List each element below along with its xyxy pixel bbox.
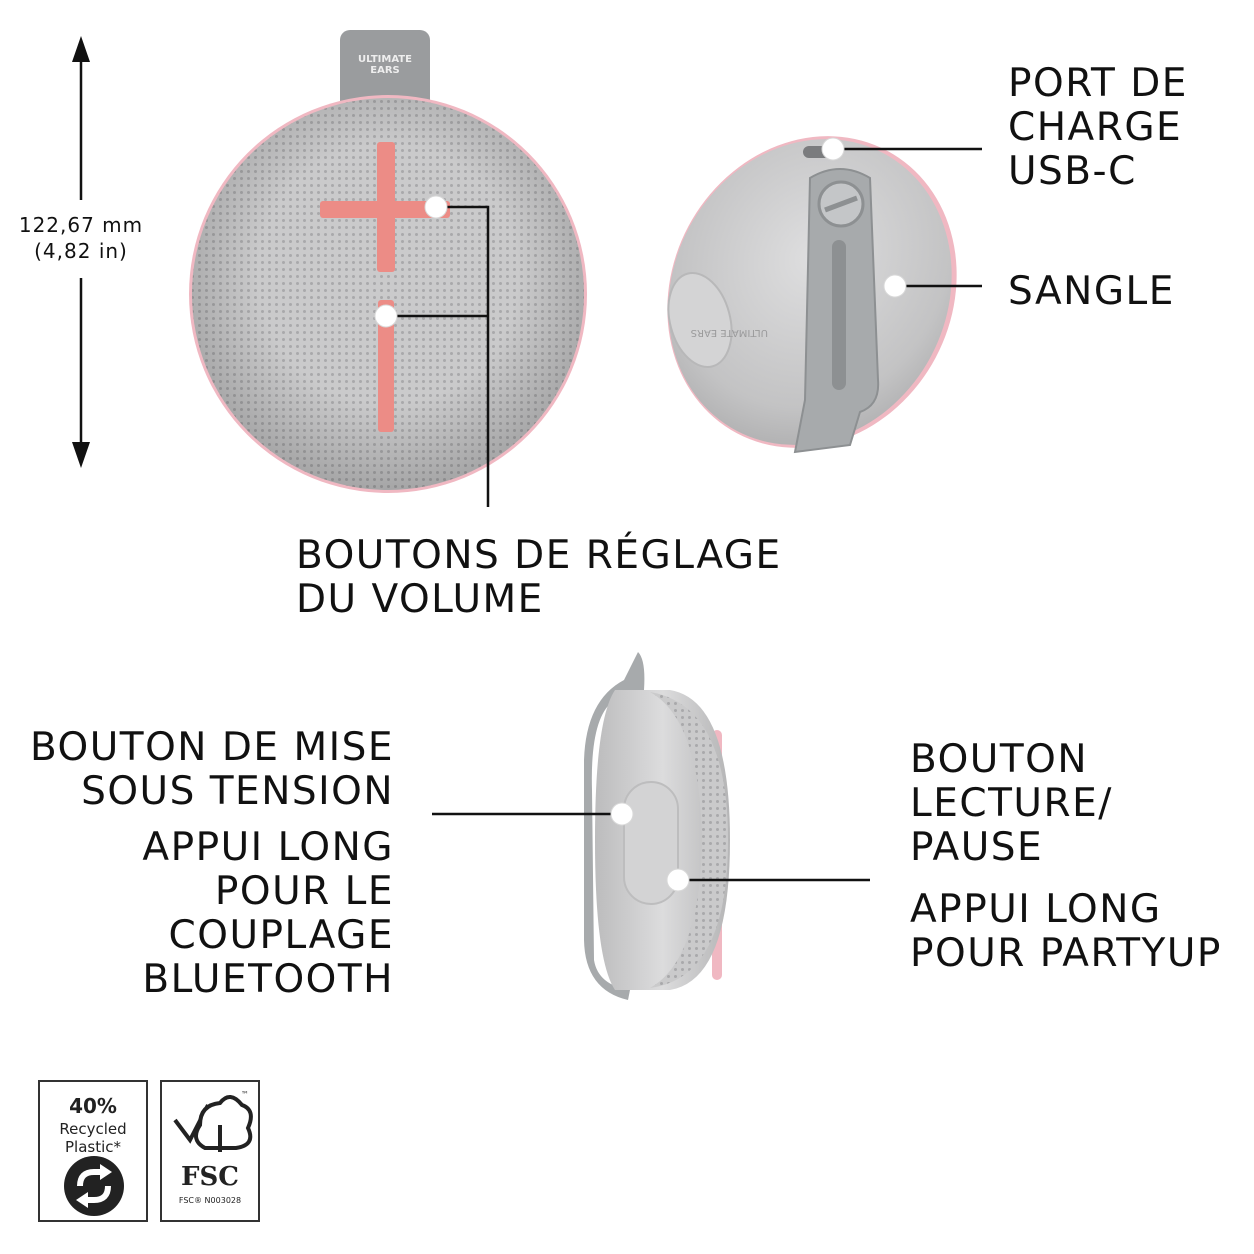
play-pause-label: BOUTON LECTURE/ PAUSE: [910, 737, 1113, 870]
brand-tag-text: ULTIMATE EARS: [358, 54, 412, 76]
fsc-tree-logo: [173, 1095, 253, 1152]
speaker-front-view: [189, 30, 587, 493]
volume-down-dot: [374, 304, 398, 328]
height-dimension-label: 122,67 mm (4,82 in): [6, 212, 156, 264]
recycled-percent: 40%: [69, 1094, 117, 1118]
minus-button-icon: [378, 300, 394, 432]
power-button-label: BOUTON DE MISE SOUS TENSION: [29, 725, 394, 814]
play-pause-hint: APPUI LONG POUR PARTYUP: [910, 887, 1222, 976]
recycled-plastic-badge: 40% Recycled Plastic*: [38, 1080, 148, 1222]
callout-lines: [386, 147, 982, 882]
side-button-panel: [623, 781, 679, 905]
fsc-tm: ™: [241, 1090, 249, 1099]
fsc-code: FSC® N003028: [178, 1196, 242, 1205]
volume-up-dot: [424, 195, 448, 219]
speaker-side-view: [584, 652, 730, 1000]
plus-button-icon: [320, 142, 450, 272]
fsc-logo-text: FSC: [181, 1162, 239, 1192]
power-button-dot: [610, 802, 634, 826]
recycled-line2: Plastic*: [64, 1138, 121, 1156]
strap-dot: [883, 274, 907, 298]
height-inches: (4,82 in): [34, 239, 128, 263]
volume-buttons-label: BOUTONS DE RÉGLAGE DU VOLUME: [296, 533, 782, 622]
side-strap: [584, 652, 645, 1000]
power-button-hint: APPUI LONG POUR LE COUPLAGE BLUETOOTH: [142, 825, 394, 1002]
volume-callout-line: [436, 205, 490, 507]
usb-port-dot: [821, 137, 845, 161]
speaker-back-view: ULTIMATE EARS: [667, 136, 957, 454]
height-dimension-arrow: [72, 36, 90, 468]
recycle-icon: [64, 1156, 124, 1216]
height-mm: 122,67 mm: [18, 213, 144, 237]
svg-text:ULTIMATE EARS: ULTIMATE EARS: [691, 327, 768, 338]
usb-port-label: PORT DE CHARGE USB-C: [1008, 61, 1188, 194]
callout-dots: [374, 137, 907, 892]
recycled-line1: Recycled: [59, 1120, 127, 1138]
fsc-badge: ™ FSC FSC® N003028: [160, 1080, 260, 1222]
strap-label: SANGLE: [1008, 269, 1175, 314]
play-button-dot: [666, 868, 690, 892]
